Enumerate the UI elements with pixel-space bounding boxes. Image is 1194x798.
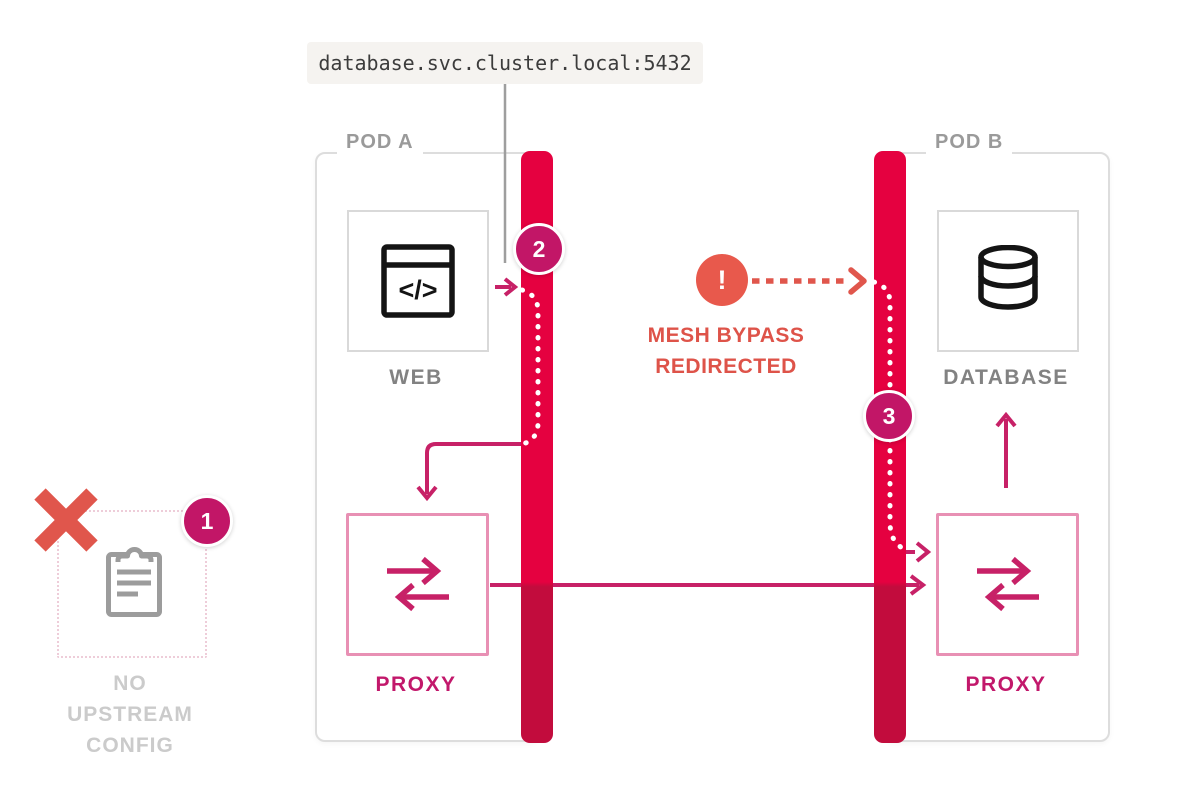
mesh-to-proxy-b-arrow	[905, 541, 932, 563]
swap-arrows-icon	[349, 516, 486, 653]
mesh-bypass-caption-line1: MESH BYPASS	[647, 324, 805, 347]
service-address-tooltip: database.svc.cluster.local:5432	[307, 42, 703, 84]
database-label: DATABASE	[943, 366, 1069, 389]
web-label: WEB	[389, 366, 443, 389]
step-2-badge: 2	[513, 223, 565, 275]
proxy-b-to-database-arrow	[995, 411, 1017, 488]
web-to-mesh-arrow	[495, 277, 519, 297]
database-icon	[939, 212, 1077, 350]
step-1-badge: 1	[181, 495, 233, 547]
alert-icon: !	[696, 254, 748, 306]
pod-b-title: POD B	[926, 129, 1013, 156]
x-icon	[33, 487, 99, 553]
browser-code-icon: </>	[349, 212, 487, 350]
proxy-b-label: PROXY	[965, 673, 1047, 696]
mesh-bypass-caption: MESH BYPASS REDIRECTED	[606, 320, 846, 382]
intercepted-path-pod-a	[519, 287, 541, 447]
swap-arrows-icon	[939, 516, 1076, 653]
code-glyph: </>	[398, 275, 437, 305]
step-3-badge: 3	[863, 390, 915, 442]
database-node-box	[937, 210, 1079, 352]
config-placeholder-box	[57, 510, 207, 658]
redirect-to-proxy-a-arrow	[416, 442, 526, 502]
web-node-box: </>	[347, 210, 489, 352]
no-upstream-line2: UPSTREAM	[67, 703, 193, 726]
proxy-b-box	[936, 513, 1079, 656]
proxy-a-box	[346, 513, 489, 656]
no-upstream-config-caption: NO UPSTREAM CONFIG	[30, 668, 230, 761]
mesh-sidecar-bar-b	[874, 151, 906, 743]
proxy-to-proxy-arrow	[490, 574, 927, 596]
no-upstream-line1: NO	[113, 672, 147, 695]
proxy-a-label: PROXY	[375, 673, 457, 696]
pod-a-title: POD A	[337, 129, 423, 156]
clipboard-icon	[104, 536, 164, 620]
mesh-bypass-arrow	[752, 267, 867, 295]
no-upstream-line3: CONFIG	[86, 734, 174, 757]
intercepted-path-pod-b	[871, 279, 907, 552]
mesh-bypass-caption-line2: REDIRECTED	[655, 355, 797, 378]
